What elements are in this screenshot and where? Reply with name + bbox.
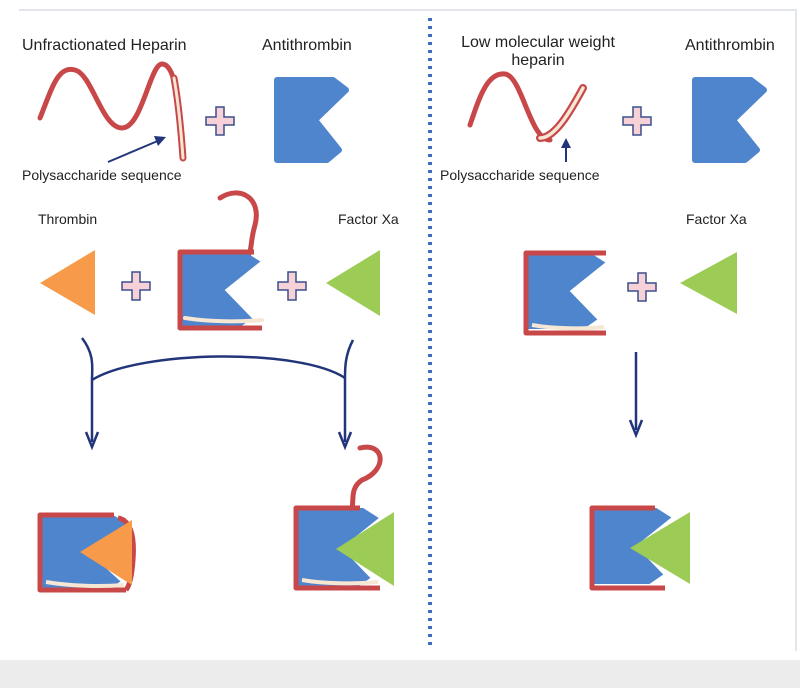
down-arrow-right	[628, 352, 644, 439]
lmw-heparin-label: Low molecular weight heparin	[440, 34, 636, 71]
antithrombin-label-left: Antithrombin	[262, 37, 352, 54]
unfractionated-heparin-chain	[37, 61, 187, 162]
bottom-band	[0, 660, 800, 688]
factor-xa-antithrombin-complex-right	[589, 505, 690, 591]
arrow-to-sequence-left	[107, 136, 166, 163]
factor-xa-label-right: Factor Xa	[686, 211, 747, 227]
thrombin-label: Thrombin	[38, 211, 98, 227]
arrow-to-sequence-right	[561, 138, 571, 162]
plus-icon	[627, 272, 657, 302]
thrombin-triangle	[40, 250, 95, 315]
antithrombin-label-right: Antithrombin	[685, 37, 775, 54]
factor-xa-triangle	[326, 250, 380, 316]
antithrombin-shape	[695, 80, 764, 160]
plus-icon	[121, 271, 151, 301]
factor-xa-triangle	[680, 252, 737, 314]
unfractionated-heparin-label: Unfractionated Heparin	[22, 37, 187, 54]
lmwh-antithrombin-complex	[523, 250, 606, 336]
antithrombin-shape	[277, 80, 346, 160]
lmw-heparin-chain	[467, 71, 587, 143]
thrombin-antithrombin-complex	[37, 512, 136, 593]
polysaccharide-sequence-label-right: Polysaccharide sequence	[440, 167, 600, 183]
heparin-antithrombin-complex	[177, 190, 264, 331]
figure-frame	[19, 9, 797, 651]
branch-arrows-left	[81, 337, 355, 451]
polysaccharide-sequence-label-left: Polysaccharide sequence	[22, 167, 182, 183]
lmw-heparin-label-line1: Low molecular weight	[461, 34, 615, 51]
plus-icon	[622, 106, 652, 136]
factor-xa-antithrombin-complex-left	[293, 444, 394, 591]
plus-icon	[277, 271, 307, 301]
factor-xa-label-left: Factor Xa	[338, 211, 399, 227]
plus-icon	[205, 106, 235, 136]
lmw-heparin-label-line2: heparin	[511, 52, 565, 70]
